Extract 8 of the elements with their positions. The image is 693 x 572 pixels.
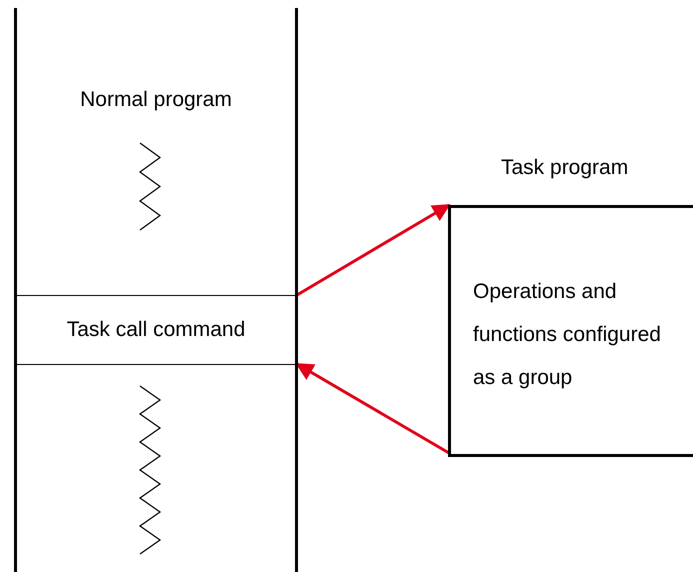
command-label: Task call command [66,318,246,342]
arrow [295,362,450,454]
column-heading: Normal program [79,88,233,112]
box-heading: Task program [501,156,628,180]
box-description: Operations and functions configured as a group [473,279,662,391]
command-row [17,295,295,365]
program-column [14,8,298,572]
arrow [296,204,451,296]
